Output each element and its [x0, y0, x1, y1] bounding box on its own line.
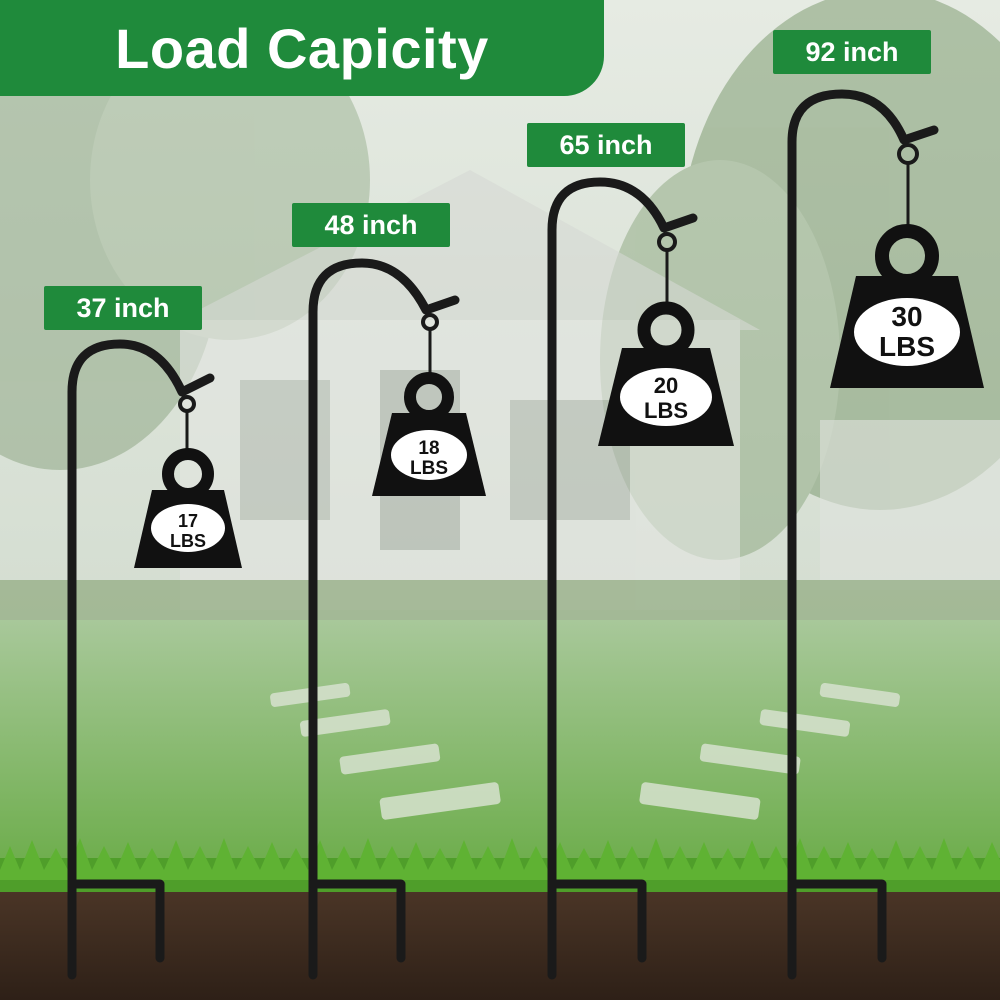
soil-ground: [0, 892, 1000, 1000]
weight-icon: [134, 448, 242, 568]
weight-icon: [830, 224, 984, 388]
weight-value-17: 17: [178, 511, 198, 531]
page-title: Load Capicity: [115, 16, 489, 80]
height-label-92-inch: 92 inch: [773, 30, 931, 74]
weight-unit: LBS: [410, 458, 448, 479]
weight-icon: [372, 372, 486, 496]
shepherd-hook-48-inch: 18 LBS: [308, 258, 486, 980]
weight-icon: [598, 301, 734, 446]
shepherd-hook-37-inch: 17 LBS: [67, 339, 242, 980]
height-label-37-inch: 37 inch: [44, 286, 202, 330]
weight-unit: LBS: [170, 531, 206, 551]
stepping-stones: [270, 683, 900, 820]
weight-value-30: 30: [891, 301, 922, 332]
shepherd-hook-92-inch: 30 LBS: [787, 89, 984, 980]
weight-value-20: 20: [654, 373, 678, 398]
weight-unit: LBS: [644, 398, 688, 423]
grass-strip: [0, 838, 1000, 898]
title-banner: Load Capicity: [0, 0, 604, 96]
height-label-65-inch: 65 inch: [527, 123, 685, 167]
height-label-48-inch: 48 inch: [292, 203, 450, 247]
shepherd-hook-65-inch: 20 LBS: [547, 177, 734, 980]
weight-value-18: 18: [418, 438, 439, 459]
weight-unit: LBS: [879, 331, 935, 362]
